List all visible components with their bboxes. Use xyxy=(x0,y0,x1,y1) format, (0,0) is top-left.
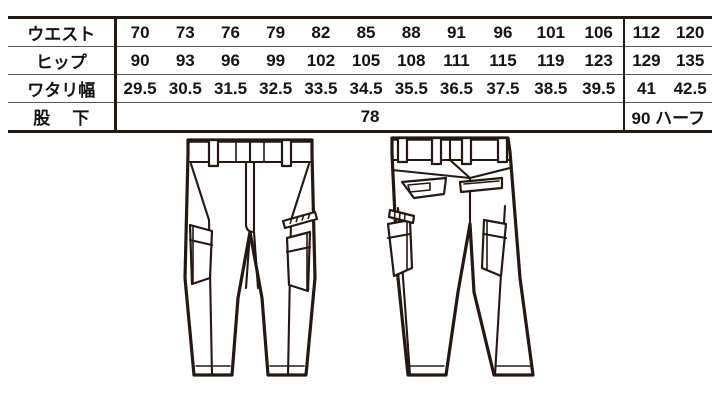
hip-cell-4: 102 xyxy=(298,46,344,75)
thigh-cell-4: 33.5 xyxy=(298,74,344,103)
waist-big-cell-0: 112 xyxy=(622,16,669,47)
row-label-inseam: 股下 xyxy=(8,102,118,133)
waist-cell-5: 85 xyxy=(343,16,389,47)
waist-cell-10: 106 xyxy=(574,16,624,47)
waist-cell-9: 101 xyxy=(526,16,575,47)
hip-cell-3: 99 xyxy=(253,46,299,75)
waist-big-cell-1: 120 xyxy=(668,16,712,47)
hip-cell-0: 90 xyxy=(115,46,163,75)
hip-cell-1: 93 xyxy=(162,46,208,75)
thigh-cell-7: 36.5 xyxy=(433,74,480,103)
thigh-cell-1: 30.5 xyxy=(162,74,208,103)
pants-front-view xyxy=(150,128,350,395)
hip-cell-2: 96 xyxy=(207,46,254,75)
inseam-merged-cell: 78 xyxy=(115,102,624,133)
illustration-area xyxy=(0,128,720,400)
waist-cell-8: 96 xyxy=(479,16,527,47)
table-row-inseam: 股下 78 90 ハーフ xyxy=(8,102,712,133)
waist-cell-0: 70 xyxy=(115,16,163,47)
size-chart: ウエスト 70 73 76 79 82 85 88 91 96 101 106 … xyxy=(8,16,712,133)
hip-cell-7: 111 xyxy=(433,46,480,75)
hip-cell-10: 123 xyxy=(574,46,624,75)
hip-big-cell-0: 129 xyxy=(622,46,669,75)
hip-big-cell-1: 135 xyxy=(668,46,712,75)
thigh-cell-5: 34.5 xyxy=(343,74,389,103)
thigh-cell-6: 35.5 xyxy=(388,74,434,103)
thigh-cell-0: 29.5 xyxy=(115,74,163,103)
table-row-hip: ヒップ 90 93 96 99 102 105 108 111 115 119 … xyxy=(8,46,712,75)
waist-cell-1: 73 xyxy=(162,16,208,47)
row-label-waist: ウエスト xyxy=(8,16,118,47)
inseam-big-merged-cell: 90 ハーフ xyxy=(622,102,712,133)
hip-cell-9: 119 xyxy=(526,46,575,75)
waist-cell-7: 91 xyxy=(433,16,480,47)
hip-cell-6: 108 xyxy=(388,46,434,75)
thigh-big-cell-0: 41 xyxy=(622,74,669,103)
waist-cell-4: 82 xyxy=(298,16,344,47)
hip-cell-8: 115 xyxy=(479,46,527,75)
thigh-cell-9: 38.5 xyxy=(526,74,575,103)
thigh-cell-3: 32.5 xyxy=(253,74,299,103)
hip-cell-5: 105 xyxy=(343,46,389,75)
row-label-thigh-width: ワタリ幅 xyxy=(8,74,118,103)
table-row-waist: ウエスト 70 73 76 79 82 85 88 91 96 101 106 … xyxy=(8,16,712,47)
pants-back-view xyxy=(370,128,570,395)
thigh-cell-2: 31.5 xyxy=(207,74,254,103)
table-row-thigh-width: ワタリ幅 29.5 30.5 31.5 32.5 33.5 34.5 35.5 … xyxy=(8,74,712,103)
size-table: ウエスト 70 73 76 79 82 85 88 91 96 101 106 … xyxy=(8,16,712,133)
thigh-big-cell-1: 42.5 xyxy=(668,74,712,103)
waist-cell-6: 88 xyxy=(388,16,434,47)
thigh-cell-10: 39.5 xyxy=(574,74,624,103)
waist-cell-2: 76 xyxy=(207,16,254,47)
row-label-inseam-part-1: 下 xyxy=(72,109,90,128)
waist-cell-3: 79 xyxy=(253,16,299,47)
thigh-cell-8: 37.5 xyxy=(479,74,527,103)
row-label-inseam-part-0: 股 xyxy=(33,109,51,128)
row-label-hip: ヒップ xyxy=(8,46,118,75)
